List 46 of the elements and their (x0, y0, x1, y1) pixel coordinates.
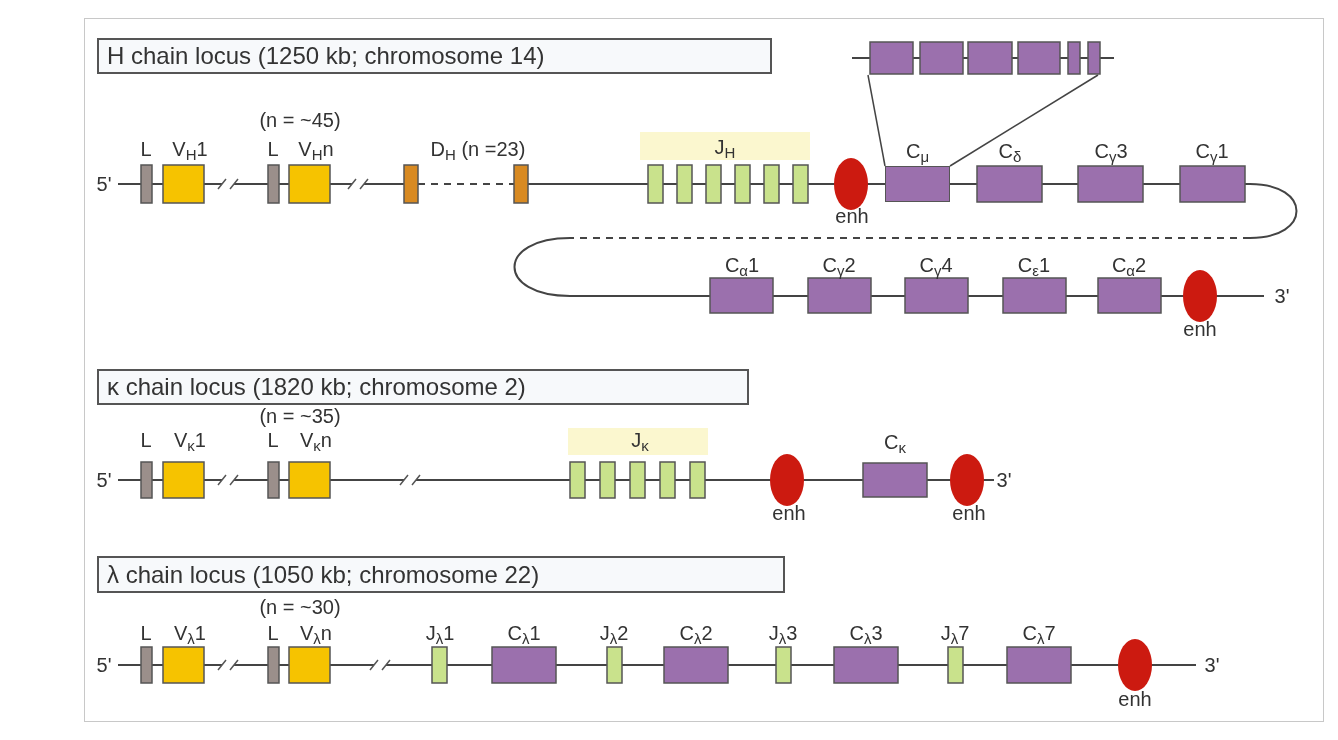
segment-label: 3' (1274, 286, 1290, 306)
segment-label: 5' (96, 470, 112, 490)
segment-label: enh (1118, 689, 1152, 709)
segment-label: 3' (996, 470, 1012, 490)
segment-label: C$_{ε}$1 (1017, 255, 1051, 275)
segment-label: 5' (96, 655, 112, 675)
segment-label: 5' (96, 174, 112, 194)
leader-line (867, 74, 886, 167)
segment-label: V$_{H}$1 (172, 139, 208, 159)
segment-label: C$_{α}$1 (724, 255, 760, 275)
segment-label: J$_{λ}$2 (599, 623, 629, 643)
segment-label: J$_{λ}$3 (768, 623, 798, 643)
locus-title-box: H chain locus (1250 kb; chromosome 14) (97, 38, 772, 74)
segment-label: C$_{α}$2 (1111, 255, 1147, 275)
segment-label: V$_{λ}$n (300, 623, 332, 643)
segment-label: L (267, 430, 279, 450)
segment-label: J$_{κ}$ (631, 430, 649, 450)
segment-label: C$_{λ}$3 (849, 623, 883, 643)
leader-line (949, 74, 1099, 167)
exon-detail-drawing (852, 41, 1114, 75)
segment-label: L (267, 139, 279, 159)
segment-label: C$_{λ}$7 (1022, 623, 1056, 643)
segment-label: C$_{δ}$ (998, 141, 1022, 161)
segment-label: J$_{λ}$1 (425, 623, 455, 643)
segment-label: V$_{κ}$n (300, 430, 332, 450)
segment-label: enh (835, 206, 869, 226)
segment-label: C$_{κ}$ (884, 432, 906, 452)
segment-label: L (267, 623, 279, 643)
segment-label: C$_{λ}$1 (507, 623, 541, 643)
segment-label: 3' (1204, 655, 1220, 675)
segment-label: enh (1183, 319, 1217, 339)
segment-label: V$_{λ}$1 (174, 623, 206, 643)
segment-label: J$_{λ}$7 (940, 623, 970, 643)
segment-label: enh (952, 503, 986, 523)
segment-label: V$_{H}$n (298, 139, 334, 159)
segment-label: L (140, 139, 152, 159)
segment-label: L (140, 430, 152, 450)
segment-label: C$_{λ}$2 (679, 623, 713, 643)
segment-label: enh (772, 503, 806, 523)
segment-label: D$_{H}$ (n =23) (430, 139, 526, 159)
segment-label: V$_{κ}$1 (174, 430, 206, 450)
locus-title-box: κ chain locus (1820 kb; chromosome 2) (97, 369, 749, 405)
segment-label: J$_{H}$ (714, 137, 736, 157)
segment-label: L (140, 623, 152, 643)
locus-title-box: λ chain locus (1050 kb; chromosome 22) (97, 556, 785, 593)
segment-label: (n = ~45) (259, 110, 341, 130)
